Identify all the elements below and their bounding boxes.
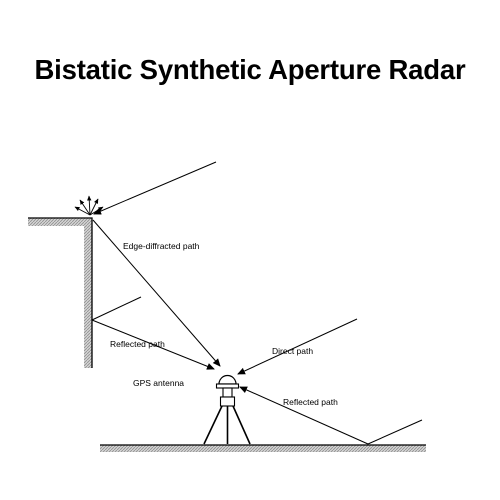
antenna-mount [222, 387, 233, 398]
roof-shading [28, 218, 92, 226]
ground-reflected-ray [239, 386, 369, 445]
incoming-edge-ray [93, 161, 217, 215]
tripod-leg [203, 405, 223, 445]
tripod-head [219, 396, 236, 407]
direct-path-label: Direct path [272, 346, 313, 356]
wall-edge-line [28, 217, 93, 368]
edge-diffracted-path-label: Edge-diffracted path [123, 241, 200, 251]
building-wall [28, 217, 93, 368]
diagram-title: Bistatic Synthetic Aperture Radar [34, 54, 466, 85]
gps-antenna-icon [203, 374, 251, 445]
scatter-arrow [87, 195, 92, 216]
ground-shading [100, 445, 426, 452]
edge-diffracted-ray [92, 219, 221, 367]
signal-paths [91, 161, 423, 445]
gps-antenna-label: GPS antenna [133, 378, 184, 388]
ground [100, 444, 426, 452]
antenna-base [215, 383, 240, 389]
direct-ray [237, 318, 358, 375]
tripod-leg [232, 405, 251, 445]
scatter-arrow [79, 199, 91, 216]
scatter-arrow [74, 206, 91, 216]
ground-reflected-path-label: Reflected path [283, 397, 338, 407]
wall-reflected-ray [91, 319, 215, 370]
antenna-dome [218, 374, 237, 385]
wall-reflected-path-label: Reflected path [110, 339, 165, 349]
incoming-wall-ray [91, 296, 142, 321]
scatter-arrow [89, 198, 99, 216]
incoming-ground-ray [367, 419, 423, 445]
wall-shading [84, 218, 92, 368]
